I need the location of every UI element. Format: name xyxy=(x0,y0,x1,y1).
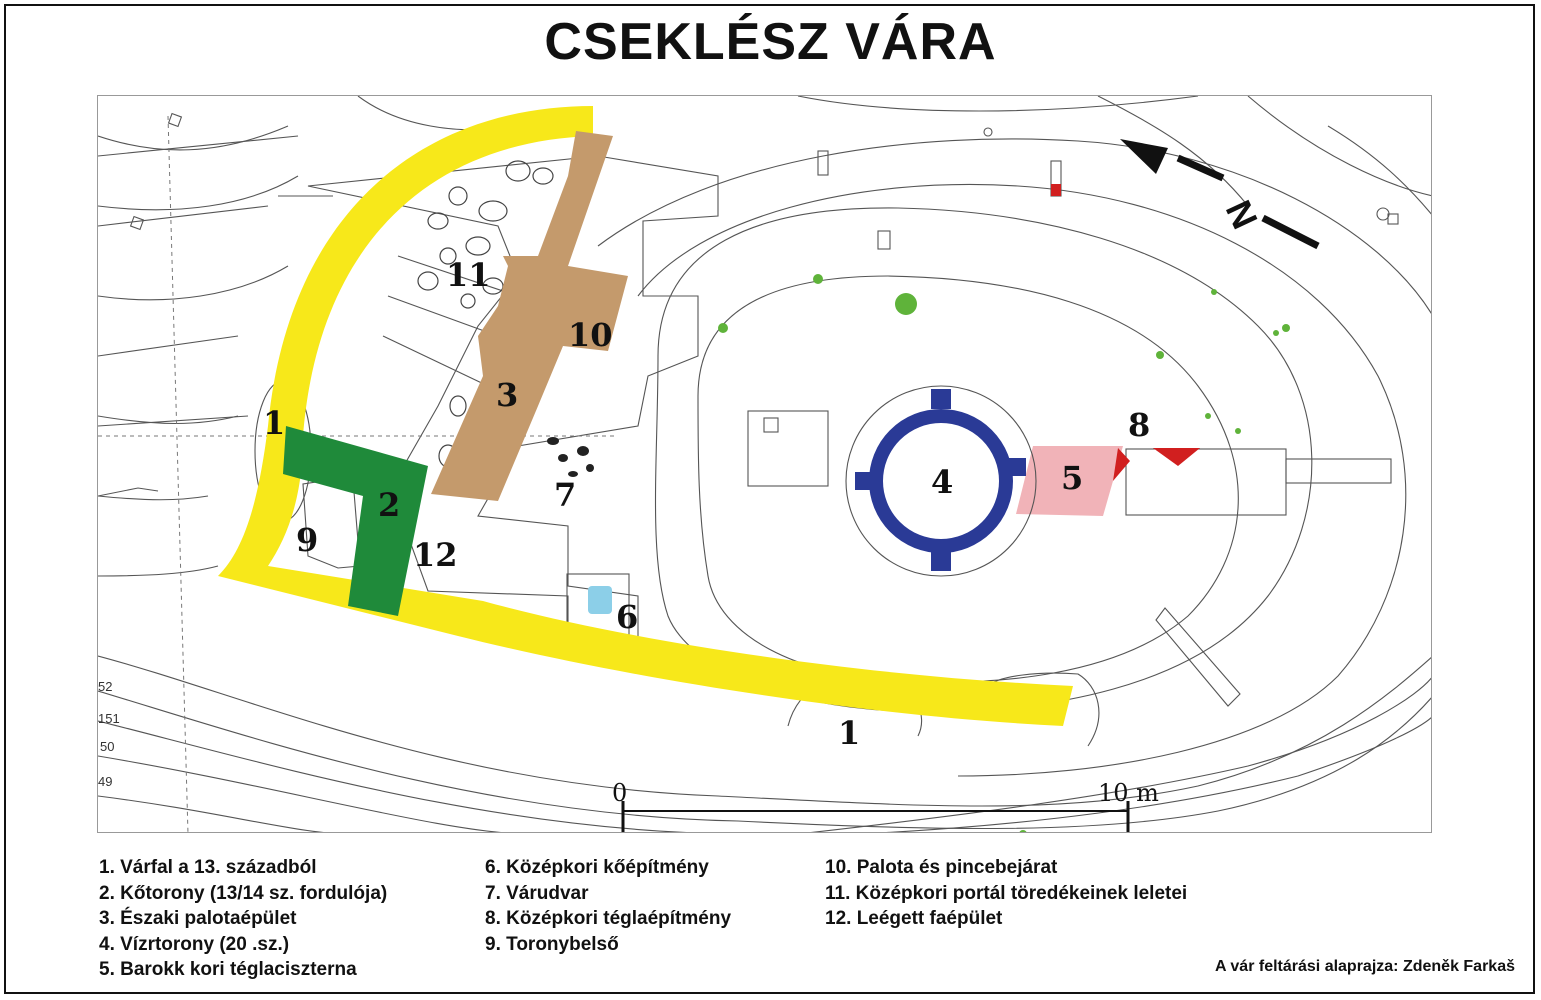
grid-lines xyxy=(98,115,618,832)
ground-features xyxy=(98,112,1399,747)
legend-column-1: 1. Várfal a 13. századból 2. Kőtorony (1… xyxy=(99,855,387,983)
contour-labels: 52 151 50 49 xyxy=(98,679,120,789)
feature-label: 5 xyxy=(1061,459,1083,497)
feature-label: 9 xyxy=(296,521,318,559)
feature-label: 1 xyxy=(263,404,285,442)
site-plan-map[interactable]: N 0 10 m 52 151 50 49 1 1 2 3 4 5 6 7 8 xyxy=(97,95,1432,833)
feature-label: 4 xyxy=(931,463,953,501)
baroque-cistern[interactable] xyxy=(1016,446,1123,516)
contour-label: 49 xyxy=(98,774,112,789)
scale-start: 0 xyxy=(612,779,627,807)
contour-lines xyxy=(98,96,1431,832)
feature-label: 11 xyxy=(446,256,491,294)
legend-column-2: 6. Középkori kőépítmény 7. Várudvar 8. K… xyxy=(485,855,731,957)
contour-label: 52 xyxy=(98,679,112,694)
legend-item: 10. Palota és pincebejárat xyxy=(825,857,1058,878)
scale-bar: 0 10 m xyxy=(612,779,1159,832)
rubble-stones xyxy=(417,160,554,468)
legend-column-3: 10. Palota és pincebejárat 11. Középkori… xyxy=(825,855,1187,932)
brick-structure-small[interactable] xyxy=(1113,448,1130,481)
scale-end: 10 m xyxy=(1098,779,1159,807)
feature-label: 8 xyxy=(1128,406,1150,444)
north-arrow: N xyxy=(1120,139,1320,250)
map-title: CSEKLÉSZ VÁRA xyxy=(544,13,997,71)
map-credit: A vár feltárási alaprajza: Zdeněk Farkaš xyxy=(1215,958,1515,975)
trees xyxy=(718,274,1290,832)
feature-label: 12 xyxy=(413,536,458,574)
contour-label: 151 xyxy=(98,711,120,726)
brick-structure[interactable] xyxy=(1153,448,1200,466)
legend-item: 6. Középkori kőépítmény xyxy=(485,857,709,878)
north-label: N xyxy=(1218,194,1266,235)
legend-item: 12. Leégett faépület xyxy=(825,908,1003,929)
legend-item: 7. Várudvar xyxy=(485,882,589,904)
legend-item: 2. Kőtorony (13/14 sz. fordulója) xyxy=(99,882,388,904)
stone-building-fill[interactable] xyxy=(588,586,612,614)
stone-tower[interactable] xyxy=(283,426,428,616)
feature-label: 7 xyxy=(554,476,576,514)
site-plan-drawing: N 0 10 m 52 151 50 49 1 1 2 3 4 5 6 7 8 xyxy=(98,96,1431,832)
legend-item: 9. Toronybelső xyxy=(485,933,619,955)
legend-item: 8. Középkori téglaépítmény xyxy=(485,908,732,929)
feature-label: 3 xyxy=(496,376,518,414)
legend-item: 4. Vízrtorony (20 .sz.) xyxy=(99,933,290,955)
courtyard-finds xyxy=(547,437,594,477)
feature-labels: 1 1 2 3 4 5 6 7 8 9 10 11 12 xyxy=(263,256,1150,752)
water-tower[interactable] xyxy=(845,385,1037,577)
north-palace[interactable] xyxy=(431,131,628,501)
legend-item: 5. Barokk kori téglaciszterna xyxy=(99,959,357,980)
legend-item: 1. Várfal a 13. századból xyxy=(99,857,317,878)
contour-label: 50 xyxy=(100,739,114,754)
legend-item: 3. Északi palotaépület xyxy=(99,908,297,929)
outer-frame xyxy=(4,4,1535,994)
feature-label: 6 xyxy=(616,598,638,636)
brick-marker xyxy=(1051,184,1061,196)
feature-label: 10 xyxy=(568,316,613,354)
feature-label: 2 xyxy=(378,486,400,524)
feature-label: 1 xyxy=(838,714,860,752)
legend-item: 11. Középkori portál töredékeinek lelete… xyxy=(825,882,1188,904)
